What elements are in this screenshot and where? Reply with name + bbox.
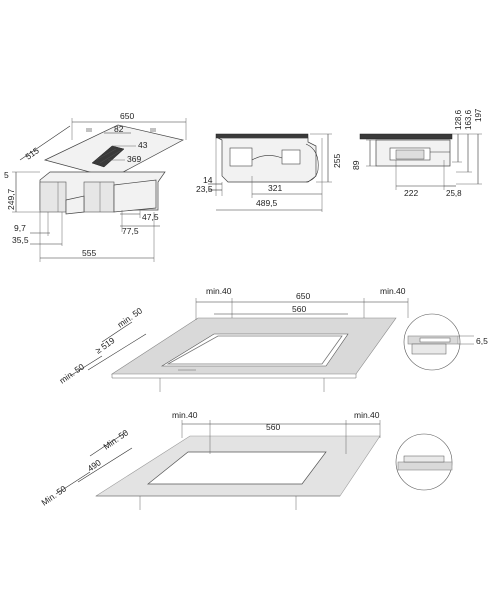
hob-side-dimensions: 14 23,5 321 489,5 255	[196, 133, 342, 212]
install1-min50-top: min. 50	[115, 305, 144, 329]
install2-min50-bottom: Min. 50	[39, 483, 68, 507]
install1-min40-right: min.40	[380, 286, 406, 296]
install-top-detail	[395, 433, 453, 491]
dim-650-top: 650	[120, 111, 134, 121]
install1-detail-6-5: 6,5	[476, 336, 488, 346]
dim-369: 369	[127, 154, 141, 164]
install-flush-detail: 6,5	[403, 313, 488, 371]
hob-iso-dimensions: 650 82 43 369 515 5 249,7 9,7 35,5 555	[4, 111, 187, 262]
install1-ge519: ≥ 519	[93, 335, 116, 356]
dim-35-5: 35,5	[12, 235, 29, 245]
install1-min40-left: min.40	[206, 286, 232, 296]
install-flush-view	[110, 317, 397, 392]
install2-490: 490	[85, 457, 103, 473]
install2-560: 560	[266, 422, 280, 432]
dim-128-6: 128,6	[454, 109, 463, 130]
dim-197: 197	[474, 108, 483, 122]
install-top-view	[94, 435, 381, 510]
dim-321: 321	[268, 183, 282, 193]
dim-43: 43	[138, 140, 148, 150]
dim-163-6: 163,6	[464, 109, 473, 130]
dim-25-8: 25,8	[446, 189, 462, 198]
dim-249-7: 249,7	[6, 188, 16, 210]
dim-82: 82	[114, 124, 124, 134]
install2-min40-left: min.40	[172, 410, 198, 420]
install2-min50-top: Min. 50	[101, 427, 130, 451]
dim-255: 255	[332, 154, 342, 168]
hob-side-view	[215, 133, 319, 183]
hob-iso-view	[39, 124, 184, 215]
dim-23-5: 23,5	[196, 184, 213, 194]
install1-650: 650	[296, 291, 310, 301]
dim-222: 222	[404, 188, 418, 198]
dim-47-5: 47,5	[142, 212, 159, 222]
hob-front-view	[359, 133, 453, 167]
dim-89: 89	[351, 160, 361, 170]
dim-5: 5	[4, 170, 9, 180]
dim-14: 14	[203, 175, 213, 185]
dim-555: 555	[82, 248, 96, 258]
install2-min40-right: min.40	[354, 410, 380, 420]
dim-9-7: 9,7	[14, 223, 26, 233]
dim-489-5: 489,5	[256, 198, 278, 208]
install1-min50-bottom: min. 50	[57, 361, 86, 385]
hob-front-dimensions: 89 222 25,8 128,6 163,6 197	[351, 108, 483, 198]
install1-560: 560	[292, 304, 306, 314]
dim-77-5: 77,5	[122, 226, 139, 236]
